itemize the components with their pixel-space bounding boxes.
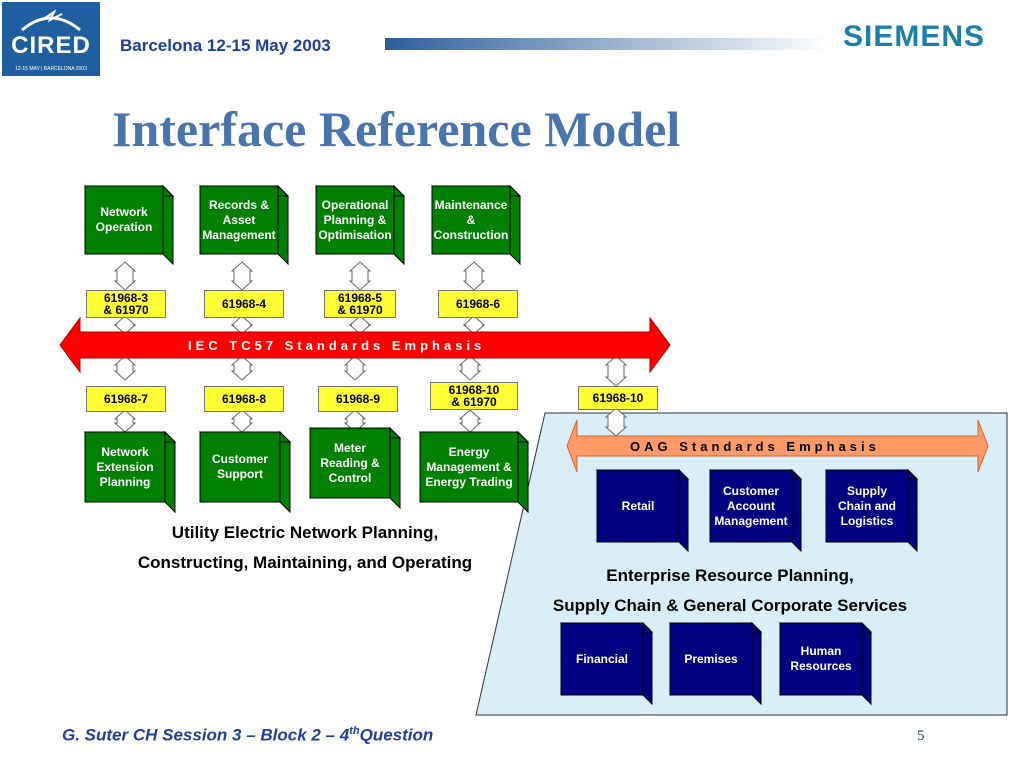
bottom-upper-arrow-2 xyxy=(343,355,367,381)
enterprise-link-standard: 61968-10 xyxy=(578,386,658,410)
utility-caption-line1: Utility Electric Network Planning, xyxy=(171,523,439,542)
lightning-icon xyxy=(21,9,81,32)
connector-arrows xyxy=(113,261,628,437)
siemens-logo: SIEMENS xyxy=(843,20,986,53)
enterprise-top-box-2 xyxy=(824,468,919,553)
utility-top-box-2 xyxy=(314,184,406,266)
enterprise-caption-line1: Enterprise Resource Planning, xyxy=(606,566,854,585)
bottom-standard-1: 61968-8 xyxy=(204,386,284,412)
enterprise-bottom-box-2 xyxy=(778,621,873,706)
utility-top-box-1-label: Records & Asset Management xyxy=(202,197,276,242)
bottom-standard-2: 61968-9 xyxy=(318,386,398,412)
enterprise-link-upper-arrow xyxy=(604,355,628,387)
top-standard-3: 61968-6 xyxy=(438,290,518,318)
page-title: Interface Reference Model xyxy=(112,101,681,157)
component-boxes xyxy=(83,184,919,706)
header-gradient-bar xyxy=(385,38,830,50)
top-upper-arrow-2 xyxy=(348,261,372,291)
top-standard-1: 61968-4 xyxy=(204,290,284,318)
enterprise-bottom-box-0 xyxy=(559,621,654,706)
utility-bottom-box-0-label: Network Extension Planning xyxy=(96,444,154,489)
enterprise-top-box-1 xyxy=(708,468,803,553)
enterprise-bottom-box-2-label: Human Resources xyxy=(790,644,852,673)
utility-caption-line2: Constructing, Maintaining, and Operating xyxy=(137,553,473,572)
top-upper-arrow-1 xyxy=(230,261,254,291)
utility-top-box-0-label: Network Operation xyxy=(95,205,153,234)
enterprise-bottom-box-0-label: Financial xyxy=(575,651,628,666)
logo-subtext: 12-15 MAY | BARCELONA 2003 xyxy=(15,66,87,72)
bottom-lower-arrow-3 xyxy=(458,409,482,433)
top-upper-arrow-0 xyxy=(113,261,137,291)
enterprise-top-box-0 xyxy=(595,468,690,553)
utility-bottom-box-1 xyxy=(198,430,292,514)
bottom-upper-arrow-3 xyxy=(458,355,482,381)
enterprise-bottom-box-1-label: Premises xyxy=(684,651,738,666)
enterprise-top-box-1-label: Customer Account Management xyxy=(714,483,788,528)
utility-top-box-0 xyxy=(83,184,175,266)
utility-bottom-box-3 xyxy=(418,430,530,514)
utility-top-box-3-label: Maintenance & Construction xyxy=(433,197,509,242)
bottom-standard-3: 61968-10 & 61970 xyxy=(430,382,518,410)
cired-logo: CIRED 12-15 MAY | BARCELONA 2003 xyxy=(2,2,100,76)
utility-top-box-3 xyxy=(430,184,522,266)
utility-top-box-2-label: Operational Planning & Optimisation xyxy=(318,197,392,242)
footer-session-info: G. Suter CH Session 3 – Block 2 – 4thQue… xyxy=(62,725,434,745)
utility-bottom-box-2 xyxy=(308,426,402,510)
utility-bottom-box-2-label: Meter Reading & Control xyxy=(320,440,380,485)
top-standard-2: 61968-5 & 61970 xyxy=(324,290,396,318)
utility-bottom-box-3-label: Energy Management & Energy Trading xyxy=(425,444,513,489)
top-standard-0: 61968-3 & 61970 xyxy=(86,290,166,318)
iec-band-label: IEC TC57 Standards Emphasis xyxy=(188,338,486,353)
top-lower-arrow-0 xyxy=(113,315,137,335)
top-upper-arrow-3 xyxy=(462,261,486,291)
bottom-upper-arrow-1 xyxy=(230,355,254,381)
bottom-lower-arrow-0 xyxy=(113,409,137,433)
top-lower-arrow-1 xyxy=(230,315,254,335)
utility-bottom-box-0 xyxy=(83,430,177,514)
top-lower-arrow-2 xyxy=(348,315,372,335)
bottom-lower-arrow-1 xyxy=(230,409,254,433)
bottom-upper-arrow-0 xyxy=(113,355,137,381)
oag-band-label: OAG Standards Emphasis xyxy=(630,439,880,454)
enterprise-top-box-2-label: Supply Chain and Logistics xyxy=(837,483,896,528)
iec-band-arrow xyxy=(59,316,671,374)
enterprise-caption-line2: Supply Chain & General Corporate Service… xyxy=(552,596,908,615)
page-number: 5 xyxy=(917,728,925,744)
logo-text: CIRED xyxy=(11,32,91,59)
enterprise-bottom-box-1 xyxy=(668,621,763,706)
top-lower-arrow-3 xyxy=(462,315,486,335)
enterprise-top-box-0-label: Retail xyxy=(621,498,655,513)
bottom-standard-0: 61968-7 xyxy=(86,386,166,412)
utility-top-box-1 xyxy=(198,184,290,266)
event-label: Barcelona 12-15 May 2003 xyxy=(120,36,331,55)
oag-band-arrow xyxy=(566,419,989,473)
utility-bottom-box-1-label: Customer Support xyxy=(211,452,268,481)
